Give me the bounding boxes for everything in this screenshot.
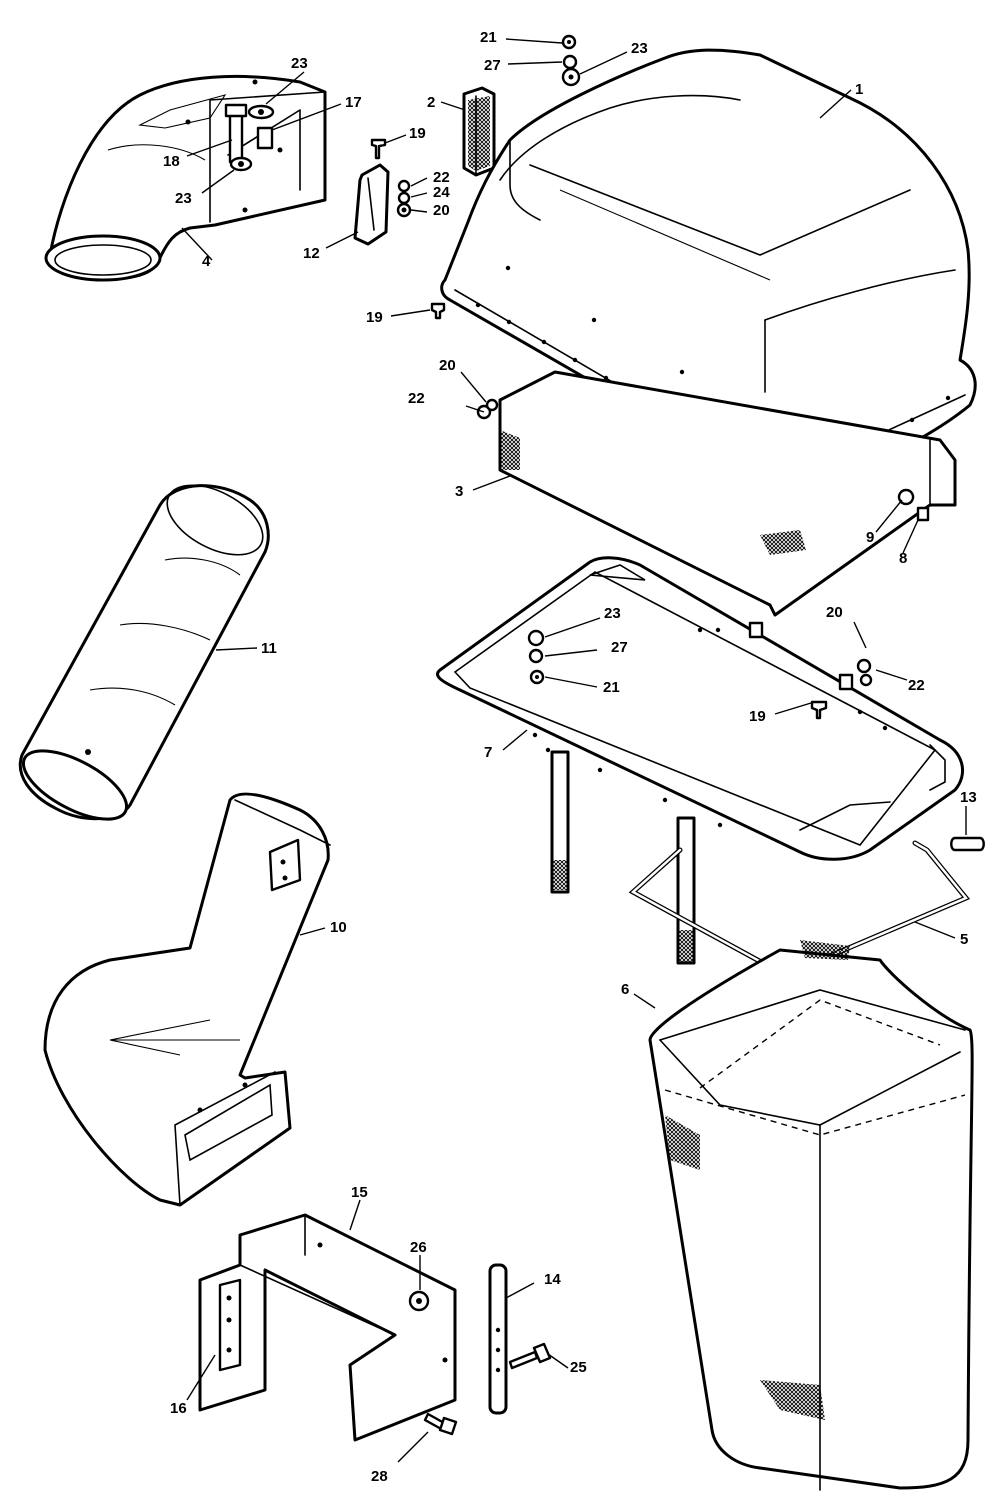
- callout-25: 25: [570, 1359, 587, 1376]
- callout-3: 3: [455, 483, 463, 500]
- callout-22-shroud: 22: [408, 390, 425, 407]
- callout-23-top: 23: [631, 40, 648, 57]
- part-tube-11: [18, 484, 270, 821]
- callout-23-elbow-bottom: 23: [175, 190, 192, 207]
- callout-11: 11: [261, 640, 277, 657]
- part-rod-14: [488, 1263, 508, 1415]
- callout-23-frame: 23: [604, 605, 621, 622]
- callout-7: 7: [484, 744, 492, 761]
- callout-labels: 1 2 3 4 5 6 7 8 9 10 11 12 13 14 15 16 1…: [163, 29, 977, 1485]
- callout-8: 8: [899, 550, 907, 567]
- callout-12: 12: [303, 245, 320, 262]
- callout-10: 10: [330, 919, 347, 936]
- callout-1: 1: [855, 81, 863, 98]
- part-wire-frame-5: [628, 836, 985, 978]
- callout-20-shroud: 20: [439, 357, 456, 374]
- part-mounting-bracket-15: [198, 1213, 457, 1442]
- callout-28: 28: [371, 1468, 388, 1485]
- callout-19-top: 19: [409, 125, 426, 142]
- callout-6: 6: [621, 981, 629, 998]
- callout-5: 5: [960, 931, 968, 948]
- callout-19-left: 19: [366, 309, 383, 326]
- part-hinge-12: [353, 138, 412, 246]
- callout-20-top: 20: [433, 202, 450, 219]
- part-bracket-2: [462, 86, 496, 177]
- callout-23-elbow-top: 23: [291, 55, 308, 72]
- part-bolt-25: [508, 1342, 552, 1370]
- callout-9: 9: [866, 529, 874, 546]
- callout-18: 18: [163, 153, 180, 170]
- callout-14: 14: [544, 1271, 561, 1288]
- part-bolt-28: [423, 1412, 458, 1436]
- part-elbow-chute: [44, 74, 327, 282]
- callout-19-frame: 19: [749, 708, 766, 725]
- callout-22-top: 22: [433, 169, 450, 186]
- callout-26: 26: [410, 1239, 427, 1256]
- callout-16: 16: [170, 1400, 187, 1417]
- part-collection-bag-6: [648, 940, 974, 1491]
- callout-20-frame: 20: [826, 604, 843, 621]
- callout-15: 15: [351, 1184, 368, 1201]
- callout-2: 2: [427, 94, 435, 111]
- leader-lines: [181, 38, 967, 1463]
- callout-21-frame: 21: [603, 679, 620, 696]
- callout-27-frame: 27: [611, 639, 628, 656]
- part-frame-7: [436, 556, 964, 965]
- part-shroud-3: [476, 370, 957, 617]
- callout-27-top: 27: [484, 57, 501, 74]
- callout-17: 17: [345, 94, 362, 111]
- callout-22-frame: 22: [908, 677, 925, 694]
- fastener-19-left: [430, 302, 446, 320]
- fastener-stack-top: [561, 34, 581, 87]
- bolt-assembly-elbow: [224, 103, 275, 172]
- callout-4: 4: [202, 253, 211, 270]
- callout-21-top: 21: [480, 29, 497, 46]
- callout-13: 13: [960, 789, 977, 806]
- part-lower-chute-10: [43, 792, 331, 1207]
- callout-24: 24: [433, 184, 450, 201]
